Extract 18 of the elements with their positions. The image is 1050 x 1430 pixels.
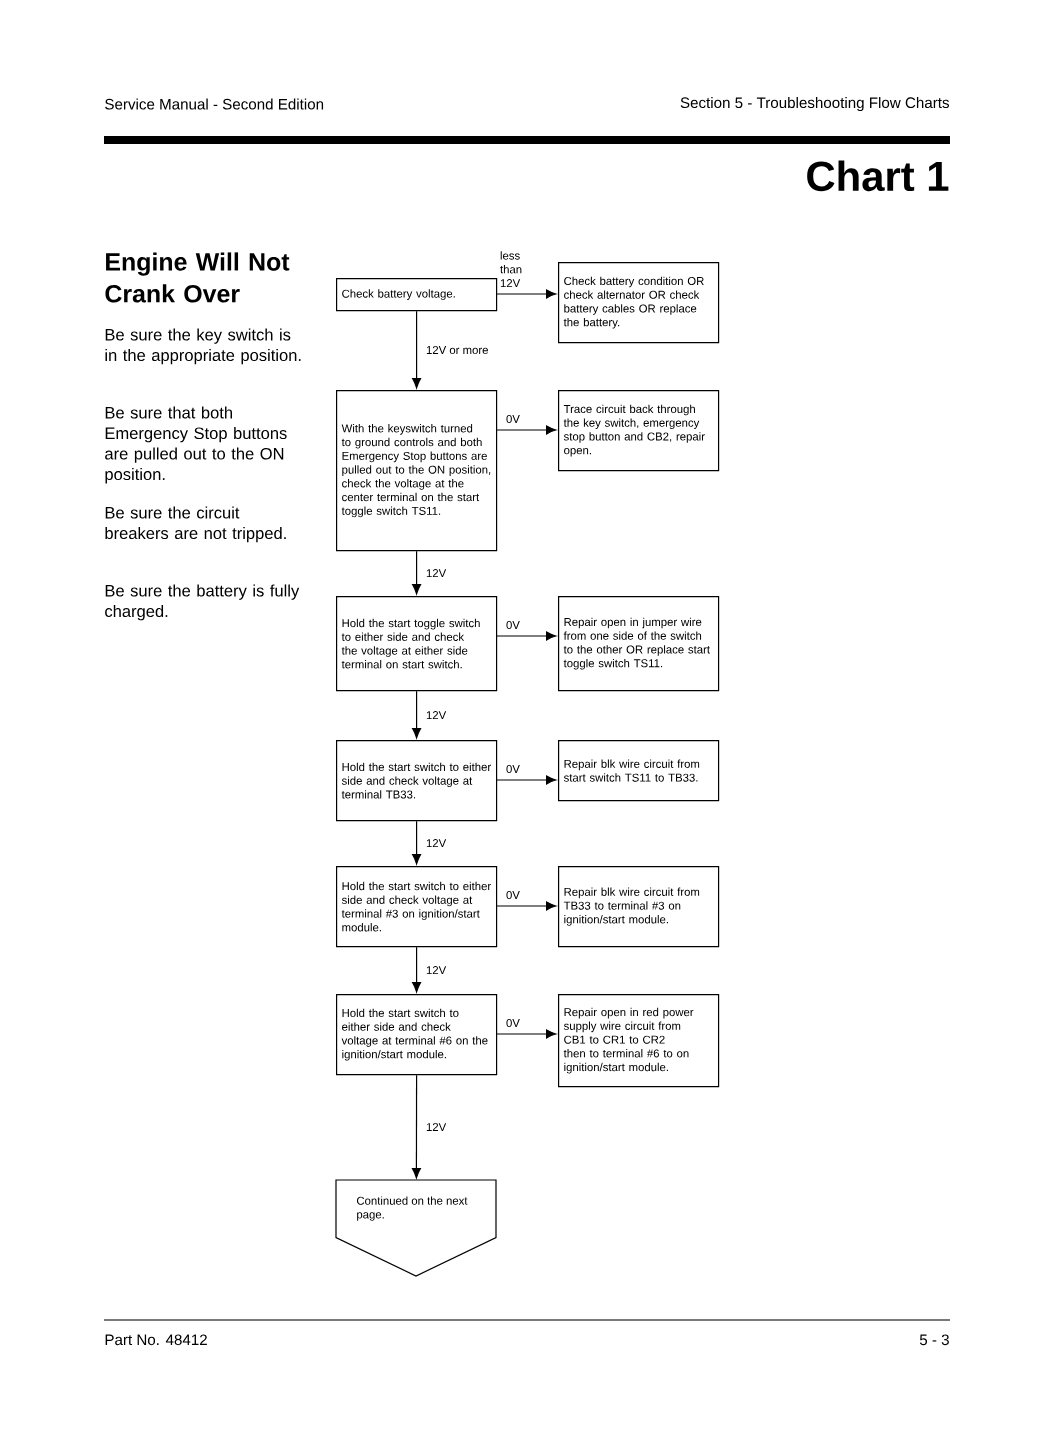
arrow (412, 550, 422, 595)
arrow (412, 820, 422, 865)
arrow (495, 775, 557, 785)
arrow (495, 631, 557, 641)
note-text: Be sure the battery is fully charged. (105, 584, 300, 621)
arrow (495, 289, 557, 299)
note-text: Be sure that both Emergency Stop buttons are pulled out to the ON position. (105, 406, 287, 484)
arrow (412, 690, 422, 739)
arrow (412, 946, 422, 993)
note-text: Be sure the key switch is in the appropriate position. (105, 328, 301, 365)
arrow (412, 310, 422, 389)
chart-title: Chart 1 (807, 160, 949, 192)
arrow (411, 1074, 421, 1179)
arrow (495, 901, 557, 911)
arrow (495, 1029, 557, 1039)
note-text: Be sure the circuit breakers are not tripped. (105, 506, 286, 543)
arrow (495, 425, 557, 435)
section-heading: Engine Will Not Crank Over (105, 252, 290, 303)
